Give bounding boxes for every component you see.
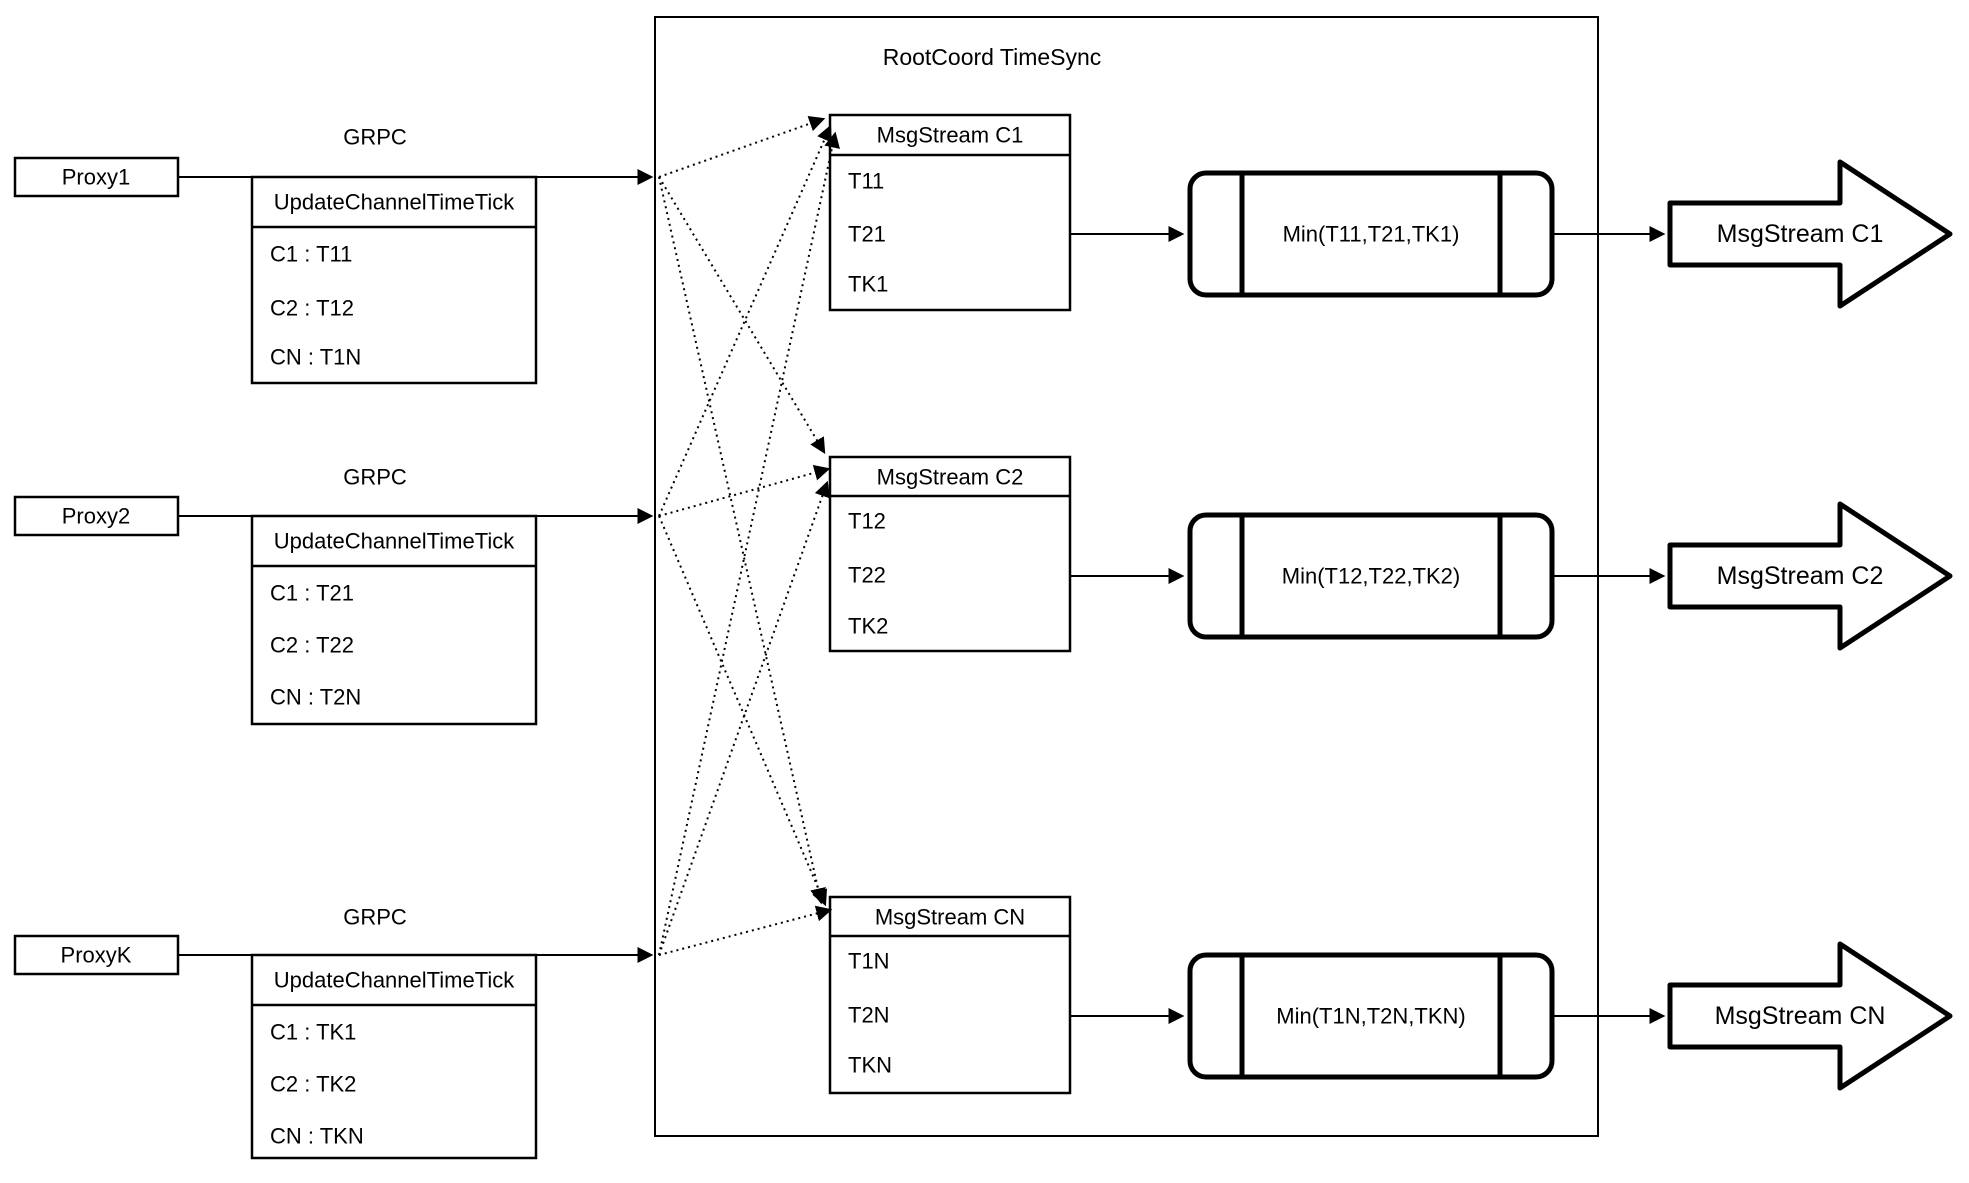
msgstream-c2-header: MsgStream C2 bbox=[877, 465, 1024, 490]
proxy2-table-header: UpdateChannelTimeTick bbox=[274, 529, 515, 554]
proxy2-table-row: C2 : T22 bbox=[270, 633, 354, 658]
msgstream-c1-tick: TK1 bbox=[848, 272, 888, 297]
msgstream-c2-tick: TK2 bbox=[848, 614, 888, 639]
dotted-arrow-proxy1-c1 bbox=[658, 115, 826, 178]
dotted-arrow-proxy2-c2 bbox=[658, 464, 831, 517]
output-arrow-c1-label: MsgStream C1 bbox=[1717, 220, 1884, 248]
proxy1-grpc-label: GRPC bbox=[343, 125, 407, 150]
dotted-arrow-proxy2-cn bbox=[658, 515, 828, 907]
proxy1-label: Proxy1 bbox=[62, 165, 130, 190]
proxyk-table-row: CN : TKN bbox=[270, 1124, 364, 1149]
proxyk-timetick-table bbox=[250, 953, 538, 1160]
proxy2-box bbox=[13, 495, 180, 537]
proxy2-label: Proxy2 bbox=[62, 504, 130, 529]
dotted-arrow-proxy1-cn bbox=[658, 176, 826, 905]
msgstream-c2-box bbox=[828, 455, 1072, 653]
msgstream-c2-tick: T22 bbox=[848, 563, 886, 588]
dotted-arrow-proxyk-c1 bbox=[658, 131, 840, 956]
proxyk-table-row: C2 : TK2 bbox=[270, 1072, 356, 1097]
proxy2-table-row: CN : T2N bbox=[270, 685, 361, 710]
proxyk-label: ProxyK bbox=[61, 943, 132, 968]
output-arrow-c2 bbox=[1667, 501, 1953, 651]
dotted-arrow-proxyk-cn bbox=[658, 905, 833, 956]
output-arrow-c2-label: MsgStream C2 bbox=[1717, 562, 1884, 590]
proxy1-timetick-table bbox=[250, 175, 538, 385]
proxy2-timetick-table bbox=[250, 514, 538, 726]
min-c1-label: Min(T11,T21,TK1) bbox=[1283, 222, 1460, 247]
min-c2-label: Min(T12,T22,TK2) bbox=[1282, 564, 1461, 589]
proxy2-table-row: C1 : T21 bbox=[270, 581, 354, 606]
dotted-arrow-proxy1-c2 bbox=[658, 176, 826, 455]
msgstream-c2-tick: T12 bbox=[848, 509, 886, 534]
proxyk-table-header: UpdateChannelTimeTick bbox=[274, 968, 515, 993]
output-arrow-cn-label: MsgStream CN bbox=[1715, 1002, 1886, 1030]
proxy1-table-row: C1 : T11 bbox=[270, 242, 352, 267]
proxyk-table-row: C1 : TK1 bbox=[270, 1020, 356, 1045]
msgstream-c1-header: MsgStream C1 bbox=[877, 123, 1024, 148]
proxy1-box bbox=[13, 156, 180, 198]
msgstream-c1-box bbox=[828, 113, 1072, 312]
msgstream-cn-tick: T1N bbox=[848, 949, 890, 974]
min-cn-label: Min(T1N,T2N,TKN) bbox=[1276, 1004, 1465, 1029]
dotted-arrow-proxy2-c1 bbox=[658, 124, 832, 517]
msgstream-cn-tick: T2N bbox=[848, 1003, 890, 1028]
output-arrow-cn bbox=[1667, 941, 1953, 1091]
msgstream-cn-header: MsgStream CN bbox=[875, 905, 1025, 930]
proxy1-table-row: CN : T1N bbox=[270, 345, 361, 370]
proxy1-table-header: UpdateChannelTimeTick bbox=[274, 190, 515, 215]
proxy2-grpc-label: GRPC bbox=[343, 465, 407, 490]
proxy1-table-row: C2 : T12 bbox=[270, 296, 354, 321]
dotted-arrow-proxyk-c2 bbox=[658, 480, 830, 956]
output-arrow-c1 bbox=[1667, 159, 1953, 309]
msgstream-c1-tick: T21 bbox=[848, 222, 886, 247]
msgstream-cn-box bbox=[828, 895, 1072, 1095]
proxyk-box bbox=[13, 934, 180, 976]
rootcoord-title: RootCoord TimeSync bbox=[883, 44, 1102, 70]
msgstream-cn-tick: TKN bbox=[848, 1053, 892, 1078]
proxyk-grpc-label: GRPC bbox=[343, 905, 407, 930]
msgstream-c1-tick: T11 bbox=[848, 169, 884, 194]
